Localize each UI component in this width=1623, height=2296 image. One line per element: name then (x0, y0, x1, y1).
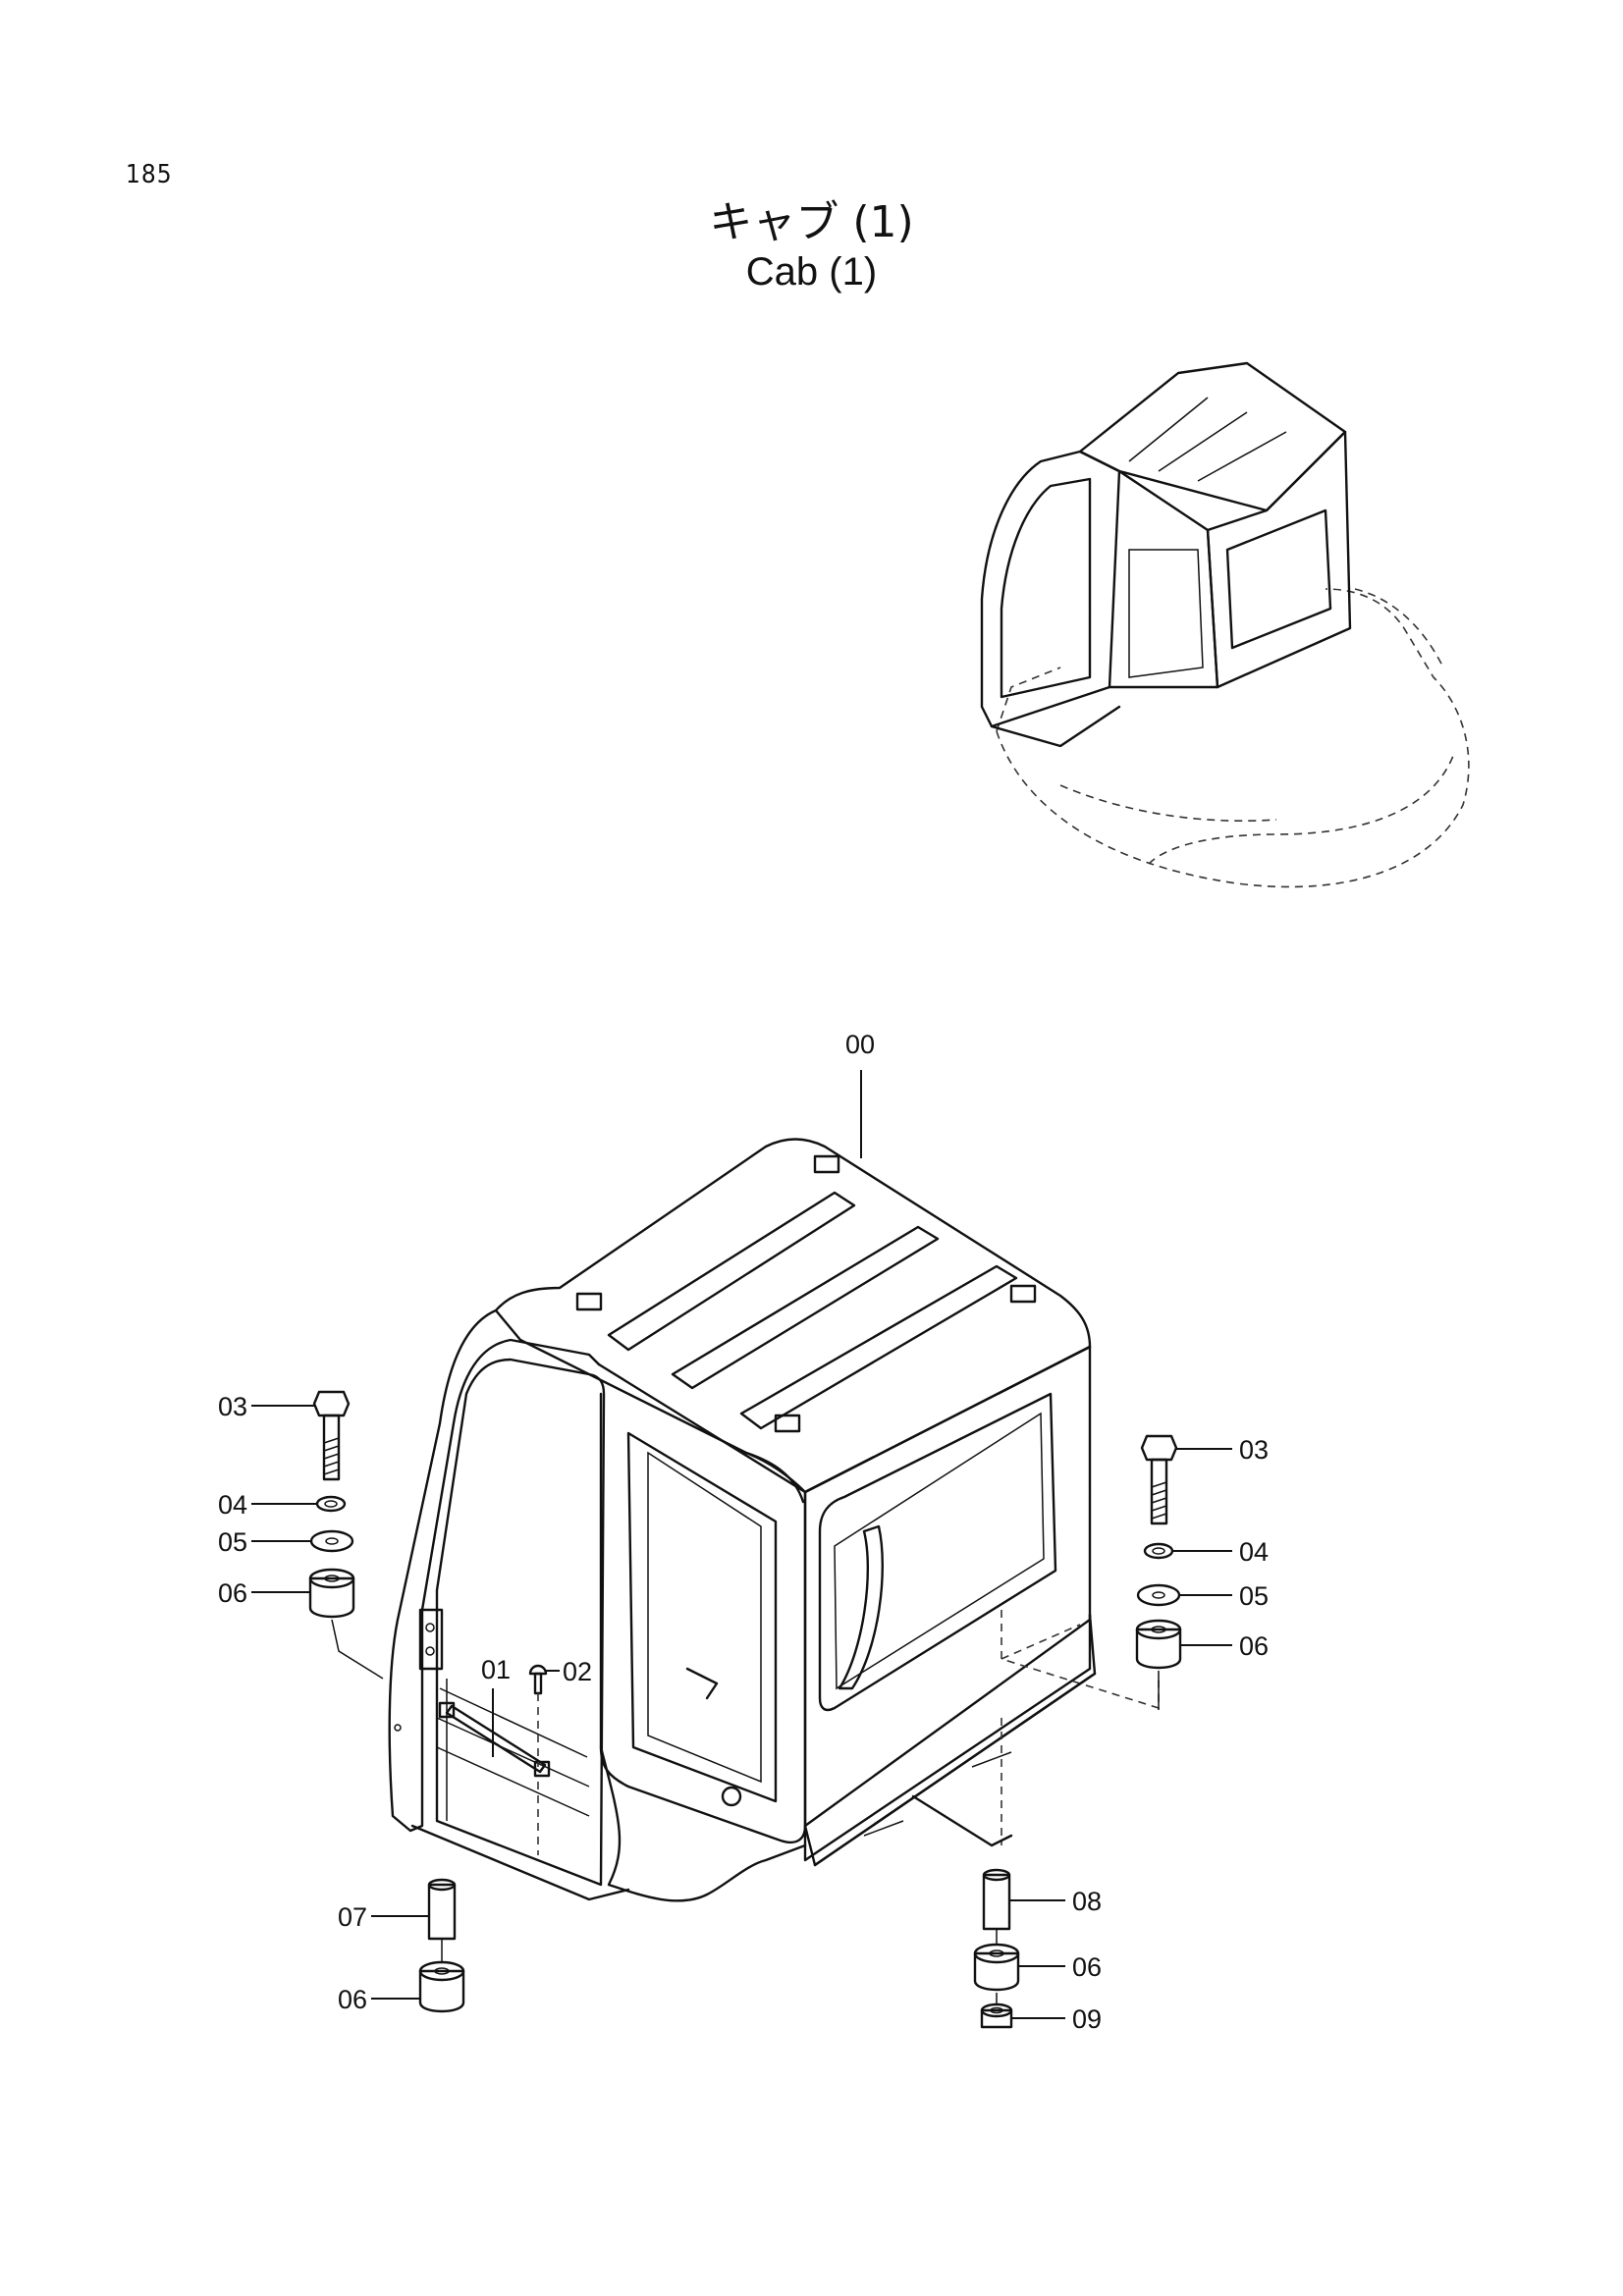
part-03-bolt-right (1140, 1434, 1178, 1525)
callout-07: 07 (338, 1902, 367, 1932)
page-title-japanese: キャブ (1) (709, 197, 914, 247)
leader-lines (251, 1070, 1232, 2019)
callout-06-right: 06 (1239, 1631, 1269, 1661)
callout-03-left: 03 (218, 1392, 247, 1421)
part-02-screw (528, 1664, 548, 1855)
page-title-english: Cab (1) (745, 250, 878, 294)
cab-main-illustration (388, 1138, 1160, 1902)
part-07-spacer (427, 1878, 457, 1941)
callout-04-right: 04 (1239, 1537, 1269, 1567)
callout-06-bottom-right: 06 (1072, 1952, 1102, 1982)
part-09-nut (980, 2002, 1013, 2029)
callout-00: 00 (845, 1030, 875, 1059)
part-04-washer-right (1143, 1542, 1174, 1560)
part-06-mount-right (1135, 1619, 1182, 1670)
part-03-bolt-left (312, 1390, 351, 1481)
part-06-mount-bottom-right (973, 1943, 1020, 1992)
callout-09: 09 (1072, 2004, 1102, 2034)
callout-02: 02 (563, 1657, 592, 1686)
callout-06-bottom-left: 06 (338, 1985, 367, 2014)
location-inset-illustration (980, 361, 1470, 888)
callout-08: 08 (1072, 1887, 1102, 1916)
callout-03-right: 03 (1239, 1435, 1269, 1465)
callout-labels: 00 01 02 03 04 05 06 03 04 05 06 07 06 0… (218, 1030, 1269, 2034)
part-08-spacer (982, 1868, 1011, 1931)
callout-05-right: 05 (1239, 1581, 1269, 1611)
page-number: 185 (126, 160, 173, 189)
part-05-washer-left (309, 1529, 354, 1553)
part-05-washer-right (1136, 1583, 1181, 1607)
part-01-rod (438, 1701, 551, 1778)
part-04-washer-left (315, 1495, 347, 1513)
part-06-mount-left (308, 1568, 355, 1619)
callout-06-left: 06 (218, 1578, 247, 1608)
part-06-mount-bottom-left (418, 1960, 465, 2013)
callout-04-left: 04 (218, 1490, 247, 1520)
callout-01: 01 (481, 1655, 511, 1684)
callout-05-left: 05 (218, 1527, 247, 1557)
